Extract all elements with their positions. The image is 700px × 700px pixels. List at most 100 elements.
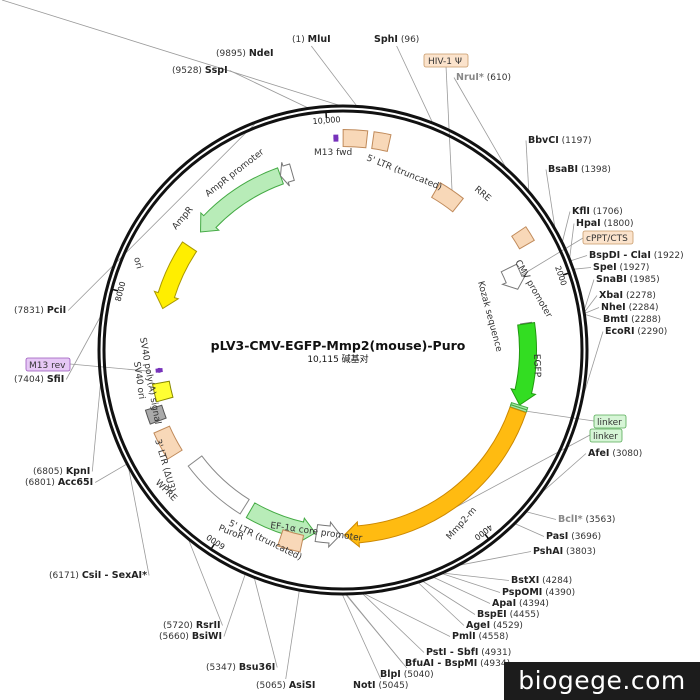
site-pcii: (7831) PciI — [14, 305, 66, 316]
feature-cmv-promoter — [500, 263, 527, 290]
site-mlui: (1) MluI — [292, 34, 331, 45]
watermark: biogege.com — [504, 662, 700, 700]
feature-layer — [144, 128, 537, 553]
label-ampr: AmpR — [171, 205, 196, 232]
site-apai: ApaI (4394) — [492, 598, 549, 609]
site-hpai: HpaI (1800) — [576, 218, 634, 229]
site-leader — [545, 169, 556, 231]
site-asisi: (5065) AsiSI — [256, 680, 315, 691]
label-ori: ori — [131, 256, 144, 270]
tick-1 — [562, 272, 570, 276]
site-leader — [361, 592, 425, 653]
feature-puror — [245, 502, 316, 544]
site-blpi: BlpI (5040) — [380, 669, 434, 680]
label-cmv-promoter: CMV promoter — [512, 259, 553, 320]
site-leader — [361, 592, 451, 637]
site-leader — [569, 223, 575, 261]
site-ndei: (9895) NdeI — [216, 48, 274, 59]
site-leader — [441, 572, 510, 581]
site-leader — [453, 77, 509, 171]
feature-rre — [430, 181, 464, 213]
site-nhei: NheI (2284) — [601, 302, 659, 313]
site-sspi: (9528) SspI — [172, 65, 228, 76]
site-bcli: BclI* (3563) — [558, 514, 615, 525]
feature-5-ltr-truncated — [277, 529, 305, 553]
label-m13-fwd: M13 fwd — [314, 148, 352, 158]
hiv-psi-label-box — [423, 53, 469, 68]
site-bfuai-bspmi: BfuAI - BspMI (4934) — [405, 658, 510, 669]
site-acc65i: (6801) Acc65I — [25, 477, 93, 488]
site-leader — [513, 522, 545, 537]
site-leader — [67, 122, 257, 311]
feature-5-ltr-truncated — [342, 128, 369, 149]
plasmid-size: 10,115 碱基对 — [307, 353, 368, 365]
linker-label-box-2 — [589, 428, 623, 443]
site-bstxi: BstXI (4284) — [511, 575, 572, 586]
feature-wpre — [187, 455, 250, 515]
box-leader — [69, 363, 151, 372]
tick-label-4: 8000 — [114, 281, 128, 303]
feature-ampr-promoter — [279, 162, 295, 187]
feature-3-ltr-u3 — [153, 425, 183, 460]
linker-label-box-1 — [593, 414, 627, 429]
restriction-sites: (1) MluI SphI (96) NruI* (610) BbvCI (11… — [14, 34, 684, 691]
site-csii-sexai: (6171) CsiI - SexAI* — [49, 570, 147, 581]
label-kozak: Kozak sequence — [475, 280, 504, 353]
site-leader — [94, 463, 128, 483]
site-leader — [561, 211, 571, 244]
site-leader — [583, 295, 598, 314]
site-leader — [341, 593, 382, 680]
tick-4 — [111, 288, 119, 292]
site-afei: AfeI (3080) — [588, 448, 642, 459]
site-leader — [583, 307, 600, 315]
site-bmti: BmtI (2288) — [603, 314, 661, 325]
site-leader — [223, 573, 246, 637]
site-leader — [285, 589, 300, 680]
site-leader — [127, 464, 150, 576]
site-spei: SpeI (1927) — [593, 262, 649, 273]
feature-ori — [153, 241, 198, 310]
site-leader — [187, 537, 223, 626]
site-agei: AgeI (4529) — [466, 620, 523, 631]
site-leader — [311, 45, 358, 108]
site-bsiwi: (5660) BsiWI — [159, 631, 222, 642]
site-noti: NotI (5045) — [353, 680, 408, 691]
box-leader — [521, 237, 584, 276]
site-leader — [525, 140, 530, 193]
site-leader — [431, 576, 491, 604]
tick-2 — [484, 533, 490, 541]
site-bsu36i: (5347) Bsu36I — [206, 662, 275, 673]
site-leader — [440, 572, 501, 593]
site-snabi: SnaBI (1985) — [596, 274, 660, 285]
label-egfp: EGFP — [531, 354, 542, 378]
feature-hiv-1 — [371, 131, 392, 152]
site-leader — [91, 377, 102, 472]
site-pasi: PasI (3696) — [546, 531, 601, 542]
site-pmli: PmlI (4558) — [452, 631, 508, 642]
site-leader-lines — [1, 0, 604, 680]
feature-m13-rev-marker — [156, 367, 162, 373]
backbone-inner-ring — [102, 109, 584, 591]
site-bspei: BspEI (4455) — [477, 609, 540, 620]
feature-ef-1-core-promoter — [314, 520, 342, 549]
tick-label-0: 10,000 — [312, 115, 341, 126]
site-rsrii: (5720) RsrII — [163, 620, 221, 631]
feature-cppt-cts — [511, 226, 535, 250]
site-bbvci: BbvCI (1197) — [528, 135, 592, 146]
linker-label-2: linker — [593, 432, 618, 442]
cppt-label: cPPT/CTS — [586, 234, 628, 244]
site-leader — [253, 576, 278, 668]
site-psti-sbfi: PstI - SbfI (4931) — [426, 647, 511, 658]
boxed-labels: HIV-1 Ψ cPPT/CTS linker linker M13 rev — [25, 53, 634, 443]
feature-sv40-poly-a-signal — [144, 404, 167, 425]
site-leader — [455, 551, 532, 567]
tick-3 — [210, 543, 216, 551]
feature-m13-fwd-marker — [333, 135, 339, 141]
site-kfli: KflI (1706) — [572, 206, 623, 217]
site-leader — [583, 313, 602, 320]
site-nrui: NruI* (610) — [456, 72, 511, 83]
box-leader — [445, 65, 453, 191]
site-leader — [421, 580, 476, 615]
plasmid-title: pLV3-CMV-EGFP-Mmp2(mouse)-Puro — [211, 338, 466, 353]
site-ecori: EcoRI (2290) — [605, 326, 667, 337]
